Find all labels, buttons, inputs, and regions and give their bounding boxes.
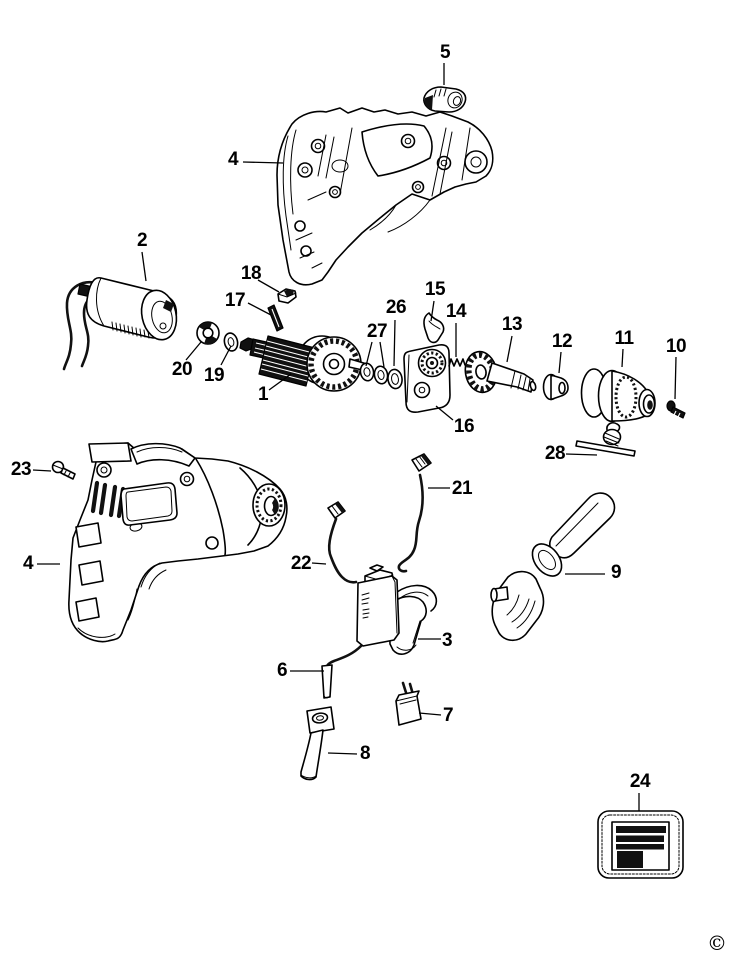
leader-line-2 — [141, 251, 147, 282]
leader-line-27 — [365, 341, 373, 367]
part-13-gear-spindle — [464, 350, 537, 394]
part-7-connector — [395, 681, 422, 726]
leader-line-17 — [247, 302, 272, 316]
part-19-washer — [223, 332, 239, 352]
leader-line-23 — [32, 469, 52, 472]
part-4-lower-housing-assembly — [68, 442, 288, 643]
part-2-field-coil — [62, 276, 178, 371]
leader-line-16 — [435, 405, 454, 421]
part-4-upper-housing-half — [276, 107, 494, 286]
leader-line-10 — [674, 356, 677, 400]
part-9-side-handle — [490, 492, 616, 642]
part-6-cable — [321, 644, 363, 699]
part-18-carbon-brush — [277, 288, 297, 304]
part-5-lock-button — [423, 86, 467, 113]
part-20-bearing — [196, 321, 220, 345]
leader-line-8 — [327, 752, 358, 755]
leader-line-18 — [257, 279, 280, 293]
part-11-chuck — [580, 368, 656, 423]
part-15-lever — [423, 312, 445, 344]
leader-line-15 — [430, 300, 435, 322]
part-24-nameplate-label — [597, 810, 684, 879]
part-21-lead-wire — [397, 453, 432, 573]
leader-line-13 — [506, 335, 513, 363]
leader-line-27 — [379, 341, 385, 368]
part-12-bushing — [542, 373, 569, 401]
leader-line-19 — [220, 345, 232, 366]
leader-line-22 — [311, 562, 327, 565]
part-14-spring — [448, 358, 466, 367]
leader-line-26 — [393, 319, 396, 367]
leader-line-7 — [418, 712, 442, 716]
leader-line-20 — [185, 341, 202, 361]
leader-line-1 — [268, 373, 292, 391]
part-28-chuck-key — [575, 422, 636, 457]
part-23-screw — [51, 460, 76, 480]
part-26-washer — [387, 368, 403, 390]
part-10-screw — [666, 400, 686, 419]
leader-line-11 — [621, 348, 624, 368]
part-27-washers — [359, 362, 389, 385]
leader-line-12 — [558, 351, 562, 374]
leader-line-4-upper — [242, 161, 284, 164]
part-17-brush-spring — [267, 304, 284, 332]
part-1-armature — [239, 335, 373, 392]
part-22-lead-wire — [327, 501, 358, 584]
part-8-cord-protector — [300, 706, 335, 781]
leader-line-28 — [565, 453, 598, 456]
part-3-switch — [356, 564, 438, 655]
copyright-mark: © — [707, 931, 727, 955]
